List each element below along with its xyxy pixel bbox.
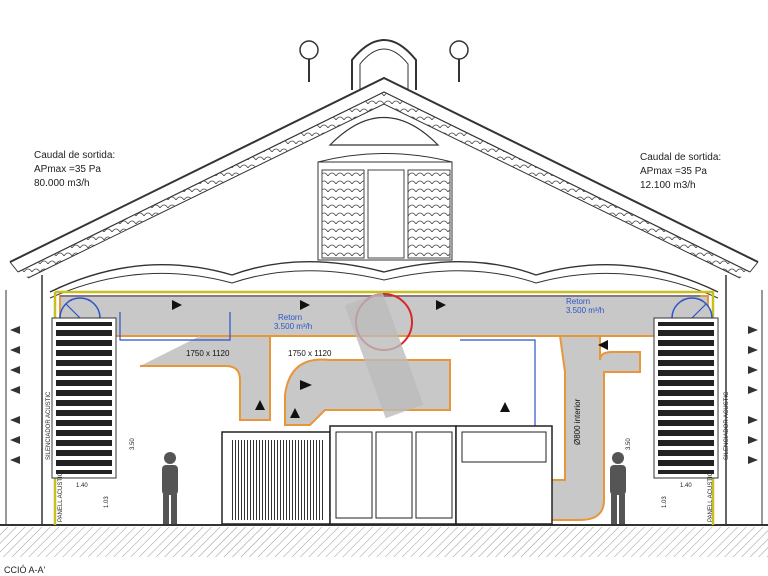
dim-left-height: 3.50 xyxy=(130,438,136,450)
right-flow-note-line2: APmax =35 Pa xyxy=(640,166,707,177)
flow-arrows xyxy=(172,300,608,418)
floor-slab xyxy=(0,527,768,557)
silencer-right xyxy=(653,317,719,479)
return-right-flow: 3.500 m³/h xyxy=(566,306,604,315)
dim-left-width: 1.40 xyxy=(76,483,88,489)
right-flow-note-line1: Caudal de sortida: xyxy=(640,152,721,163)
left-flow-note-line3: 80.000 m3/h xyxy=(34,178,90,189)
panel-left-label: PANELL ACUSTIC xyxy=(58,471,64,522)
left-flow-note-line1: Caudal de sortida: xyxy=(34,150,115,161)
air-handling-units xyxy=(221,425,553,525)
dim-right-height: 3.50 xyxy=(626,438,632,450)
silencer-right-label: SILENCIADOR ACUSTIC xyxy=(724,391,730,460)
silencer-left xyxy=(51,317,117,479)
right-flow-note-line3: 12.100 m3/h xyxy=(640,180,696,191)
duct-mid-size: 1750 x 1120 xyxy=(288,349,332,358)
return-right-label: Retorn xyxy=(566,297,590,306)
return-left-label: Retorn xyxy=(278,313,302,322)
duct-diameter-label: Ø800 interior xyxy=(573,398,582,445)
human-figures xyxy=(162,452,626,524)
silencer-left-label: SILENCIADOR ACUSTIC xyxy=(46,391,52,460)
louver-arrows xyxy=(10,326,758,464)
dim-right-width: 1.40 xyxy=(680,483,692,489)
dim-right-base: 1.03 xyxy=(662,496,668,508)
fan-center xyxy=(344,291,424,419)
dim-left-base: 1.03 xyxy=(104,496,110,508)
return-line xyxy=(119,312,536,430)
building-facade xyxy=(0,39,768,526)
panel-right-label: PANELL ACUSTIC xyxy=(708,471,714,522)
duct-left-size: 1750 x 1120 xyxy=(186,349,230,358)
section-title: CCIÓ A-A' xyxy=(4,565,46,575)
return-left-flow: 3.500 m³/h xyxy=(274,322,312,331)
left-flow-note-line2: APmax =35 Pa xyxy=(34,164,101,175)
